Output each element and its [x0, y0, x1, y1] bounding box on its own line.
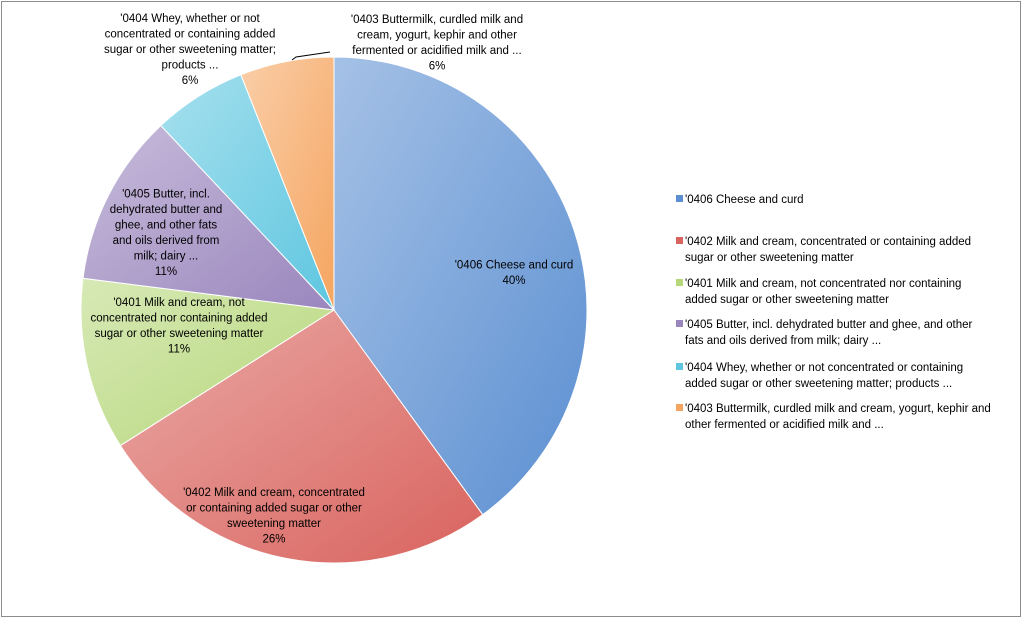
legend: '0406 Cheese and curd '0402 Milk and crea…: [676, 194, 991, 431]
legend-entry-4: '0405 Butter, incl. dehydrated butter an…: [685, 319, 973, 347]
leader-lines: [291, 51, 331, 61]
legend-swatch-5: [676, 363, 683, 370]
pie-slices: [80, 56, 588, 564]
legend-entry-3: '0401 Milk and cream, not concentrated n…: [685, 278, 961, 306]
legend-swatch-1: [676, 195, 683, 202]
pie-slice-4: [82, 124, 336, 311]
pie-slice-2: [119, 309, 484, 564]
legend-entry-6: '0403 Buttermilk, curdled milk and cream…: [685, 403, 991, 431]
pie-slice-6: [240, 56, 335, 311]
pie-slice-1: [333, 56, 588, 516]
legend-entry-1: '0406 Cheese and curd: [685, 194, 804, 206]
legend-entry-2: '0402 Milk and cream, concentrated or co…: [685, 236, 971, 264]
leader-line-0403: [291, 51, 331, 61]
legend-swatch-4: [676, 320, 683, 327]
legend-swatch-2: [676, 237, 683, 244]
legend-swatch-3: [676, 279, 683, 286]
data-label-4: '0405 Butter, incl.dehydrated butter and…: [110, 188, 223, 277]
legend-swatch-6: [676, 404, 683, 411]
legend-entry-5: '0404 Whey, whether or not concentrated …: [685, 362, 963, 390]
pie-slice-3: [80, 277, 336, 447]
